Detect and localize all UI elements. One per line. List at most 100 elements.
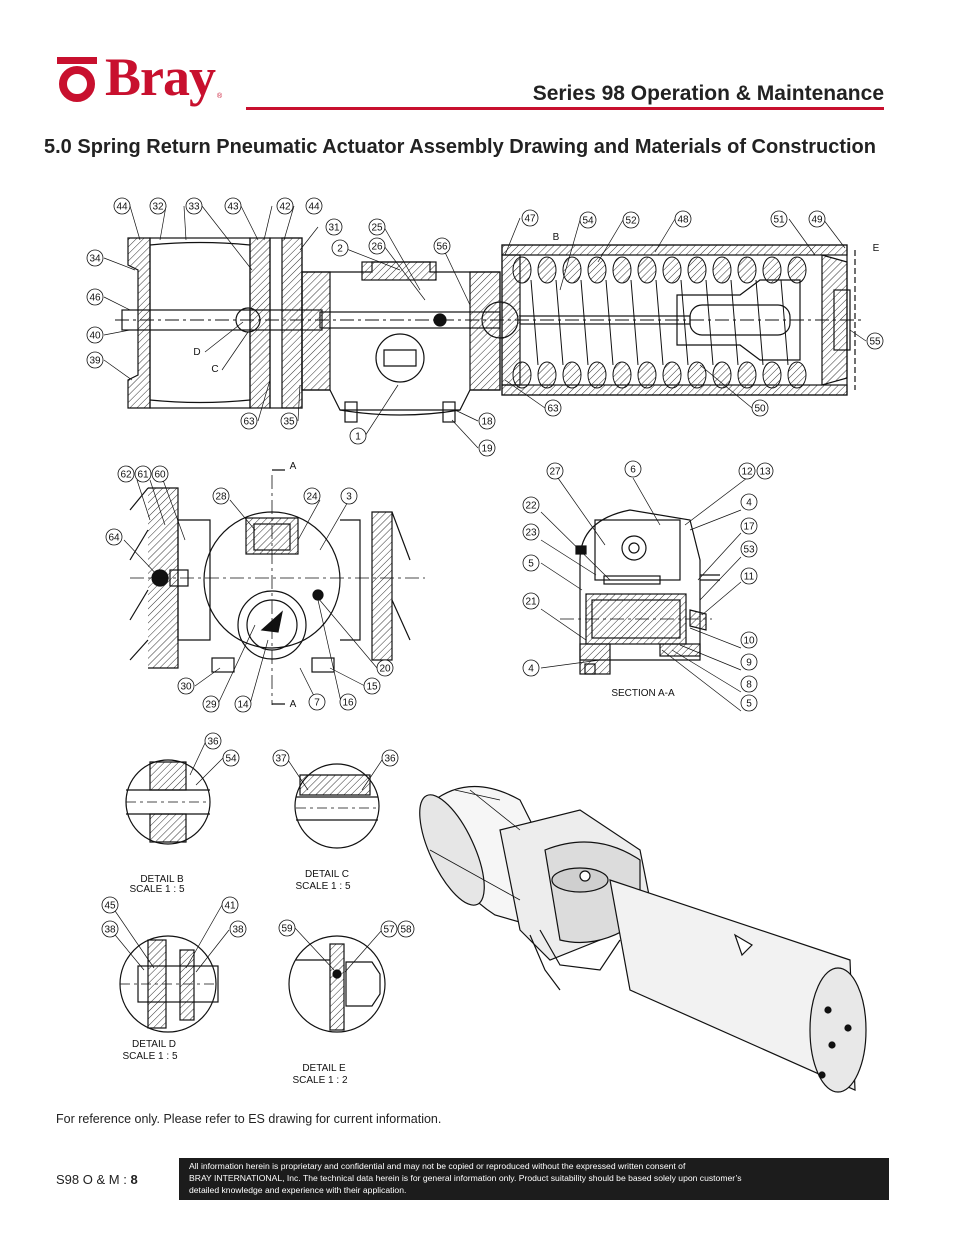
disclaimer-line-1: All information herein is proprietary an… bbox=[189, 1161, 686, 1171]
callout-number: 5 bbox=[746, 699, 752, 710]
callout-number: 61 bbox=[137, 470, 149, 481]
page-number-value: 8 bbox=[130, 1172, 138, 1187]
top-view bbox=[129, 469, 425, 705]
header-rule bbox=[246, 107, 884, 110]
callout-number: 4 bbox=[746, 498, 752, 509]
callout-number: 41 bbox=[224, 901, 236, 912]
letter-b: B bbox=[553, 232, 560, 243]
callout-number: 1 bbox=[355, 432, 361, 443]
callout-number: 27 bbox=[549, 467, 561, 478]
detail-e-view bbox=[288, 935, 386, 1033]
detail-c-view bbox=[294, 763, 380, 849]
callout-number: 31 bbox=[328, 223, 340, 234]
reference-note: For reference only. Please refer to ES d… bbox=[56, 1112, 442, 1126]
callout-number: 56 bbox=[436, 242, 448, 253]
letter-e: E bbox=[873, 243, 880, 254]
callout-number: 30 bbox=[180, 682, 192, 693]
disclaimer-box: All information herein is proprietary an… bbox=[179, 1158, 889, 1200]
section-heading: 5.0 Spring Return Pneumatic Actuator Ass… bbox=[44, 136, 876, 158]
callout-number: 55 bbox=[869, 337, 881, 348]
callout-number: 60 bbox=[154, 470, 166, 481]
callout-number: 63 bbox=[547, 404, 559, 415]
callout-number: 40 bbox=[89, 331, 101, 342]
registered-mark: ® bbox=[217, 92, 223, 100]
bray-logo: Bray ® bbox=[55, 50, 222, 104]
detail-d-view bbox=[119, 935, 219, 1033]
detail-c-label: DETAIL C bbox=[305, 869, 349, 880]
callout-number: 24 bbox=[306, 492, 318, 503]
detail-leaders bbox=[110, 740, 383, 973]
callout-number: 25 bbox=[371, 223, 383, 234]
callout-number: 38 bbox=[232, 925, 244, 936]
callout-number: 13 bbox=[759, 467, 771, 478]
callout-number: 39 bbox=[89, 356, 101, 367]
callout-number: 15 bbox=[366, 682, 378, 693]
section-leaders bbox=[540, 477, 748, 712]
callout-number: 20 bbox=[379, 664, 391, 675]
callout-number: 16 bbox=[342, 698, 354, 709]
callout-number: 54 bbox=[582, 216, 594, 227]
callout-number: 12 bbox=[741, 467, 753, 478]
callout-number: 32 bbox=[152, 202, 164, 213]
callout-number: 48 bbox=[677, 215, 689, 226]
callout-number: 2 bbox=[337, 244, 343, 255]
callout-number: 21 bbox=[525, 597, 537, 608]
callout-number: 19 bbox=[481, 444, 493, 455]
callout-number: 36 bbox=[384, 754, 396, 765]
top-view-leaders bbox=[123, 479, 378, 705]
detail-b-view bbox=[125, 759, 211, 845]
section-a-a-view bbox=[560, 509, 720, 675]
callout-number: 57 bbox=[383, 925, 395, 936]
callout-number: 17 bbox=[743, 522, 755, 533]
detail-d-scale: SCALE 1 : 5 bbox=[122, 1051, 177, 1062]
callout-number: 59 bbox=[281, 924, 293, 935]
callout-number: 18 bbox=[481, 417, 493, 428]
callout-number: 47 bbox=[524, 214, 536, 225]
doc-code: S98 O & M : bbox=[56, 1172, 127, 1187]
letter-a-top: A bbox=[290, 461, 297, 472]
callout-number: 52 bbox=[625, 216, 637, 227]
callout-number: 63 bbox=[243, 417, 255, 428]
callout-number: 36 bbox=[207, 737, 219, 748]
detail-b-label: DETAIL B bbox=[140, 874, 184, 885]
bray-logo-icon bbox=[57, 57, 97, 102]
callout-number: 64 bbox=[108, 533, 120, 544]
callout-number: 38 bbox=[104, 925, 116, 936]
callout-number: 7 bbox=[314, 698, 320, 709]
callout-number: 11 bbox=[744, 572, 755, 583]
callout-number: 22 bbox=[525, 501, 537, 512]
callout-number: 44 bbox=[308, 202, 320, 213]
callout-number: 46 bbox=[89, 293, 101, 304]
callout-number: 4 bbox=[528, 664, 534, 675]
callout-number: 50 bbox=[754, 404, 766, 415]
spring-coils bbox=[512, 256, 807, 389]
callout-number: 34 bbox=[89, 254, 101, 265]
callout-number: 5 bbox=[528, 559, 534, 570]
page-number: S98 O & M : 8 bbox=[56, 1172, 138, 1187]
callout-number: 43 bbox=[227, 202, 239, 213]
main-leaders bbox=[103, 205, 867, 449]
section-label: SECTION A-A bbox=[611, 688, 675, 699]
callout-number: 28 bbox=[215, 492, 227, 503]
detail-e-scale: SCALE 1 : 2 bbox=[292, 1075, 347, 1086]
callout-number: 3 bbox=[346, 492, 352, 503]
letter-c: C bbox=[211, 364, 218, 375]
callout-number: 10 bbox=[743, 636, 755, 647]
detail-b-scale: SCALE 1 : 5 bbox=[129, 884, 184, 895]
callout-number: 54 bbox=[225, 754, 237, 765]
disclaimer-line-3: detailed knowledge and experience with t… bbox=[189, 1185, 407, 1195]
callout-number: 26 bbox=[371, 242, 383, 253]
callout-number: 14 bbox=[237, 700, 249, 711]
callout-number: 23 bbox=[525, 528, 537, 539]
letter-a-bottom: A bbox=[290, 699, 297, 710]
actuator-isometric bbox=[419, 785, 867, 1093]
detail-c-scale: SCALE 1 : 5 bbox=[295, 881, 350, 892]
letter-d: D bbox=[193, 347, 200, 358]
callout-number: 51 bbox=[773, 215, 785, 226]
callout-number: 8 bbox=[746, 680, 752, 691]
callout-number: 37 bbox=[275, 754, 287, 765]
callout-number: 58 bbox=[400, 925, 412, 936]
callout-number: 45 bbox=[104, 901, 116, 912]
callout-number: 29 bbox=[205, 700, 217, 711]
callout-number: 44 bbox=[116, 202, 128, 213]
